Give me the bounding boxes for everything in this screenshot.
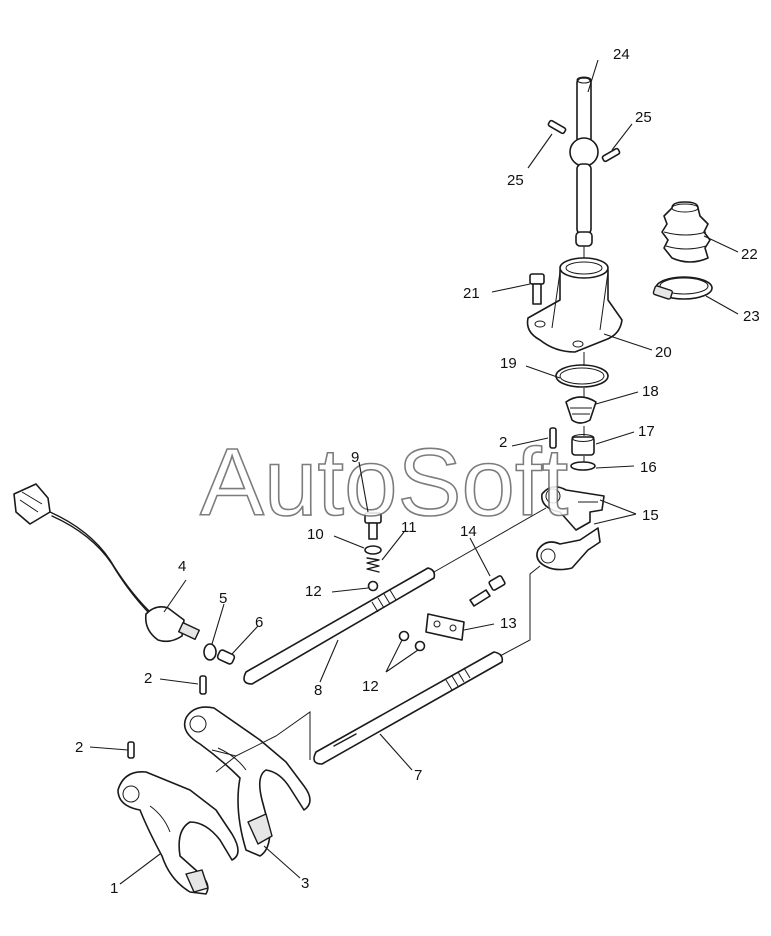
callout-21: 21 [463, 285, 480, 302]
callout-12-upper: 12 [305, 583, 322, 600]
callout-4: 4 [178, 558, 186, 575]
part-3-shift-fork [183, 706, 311, 857]
callout-labels: 24 25 25 22 23 21 20 19 18 17 16 2 15 9 … [75, 46, 760, 897]
callout-2-upper: 2 [499, 434, 507, 451]
callout-13: 13 [500, 615, 517, 632]
part-24-gear-lever [569, 76, 599, 235]
part-23-clamp [652, 276, 713, 300]
callout-25-right: 25 [635, 109, 652, 126]
part-2-roll-pin-upper [549, 427, 557, 449]
part-25-pins [547, 119, 621, 163]
callout-11: 11 [401, 519, 417, 536]
callout-23: 23 [743, 308, 760, 325]
part-16-circlip [570, 461, 596, 471]
part-15-selector-block-upper [541, 486, 605, 531]
leader-lines [89, 59, 739, 885]
part-22-gaiter [661, 201, 711, 263]
callout-17: 17 [638, 423, 655, 440]
callout-14: 14 [460, 523, 477, 540]
callout-5: 5 [219, 590, 227, 607]
callout-2-lower: 2 [75, 739, 83, 756]
part-7-selector-rod [313, 651, 504, 765]
part-5-o-ring [203, 643, 217, 661]
callout-18: 18 [642, 383, 659, 400]
part-6-plunger [216, 649, 236, 665]
callout-25-left: 25 [507, 172, 524, 189]
callout-1: 1 [110, 880, 118, 897]
part-10-washer [364, 545, 382, 555]
callout-10: 10 [307, 526, 324, 543]
callout-2-mid: 2 [144, 670, 152, 687]
part-9-bolt [364, 512, 382, 540]
callout-9: 9 [351, 449, 359, 466]
part-21-bolt [529, 273, 545, 305]
callout-16: 16 [640, 459, 657, 476]
part-11-spring [366, 557, 380, 573]
part-1-shift-fork [117, 771, 239, 895]
callout-20: 20 [655, 344, 672, 361]
part-17-bush [571, 434, 595, 456]
part-2-roll-pin-mid [199, 675, 207, 695]
callout-8: 8 [314, 682, 322, 699]
part-19-o-ring [555, 364, 609, 388]
assembly-guide-lines [211, 246, 585, 773]
part-8-selector-rod [243, 567, 436, 685]
callout-22: 22 [741, 246, 758, 263]
callout-15: 15 [642, 507, 659, 524]
part-2-roll-pin-lower [127, 741, 135, 759]
callout-6: 6 [255, 614, 263, 631]
part-24-lever-bush [575, 231, 593, 247]
part-4-harness-connector [13, 483, 153, 617]
part-18-spring-seat [565, 396, 597, 424]
part-12-balls-lower [398, 630, 426, 652]
callout-24: 24 [613, 46, 630, 63]
callout-12-lower: 12 [362, 678, 379, 695]
part-20-housing [526, 257, 623, 353]
part-14-bolt [469, 575, 506, 607]
callout-7: 7 [414, 767, 422, 784]
watermark-text: AutoSoft [200, 429, 568, 536]
part-12-ball-upper [367, 580, 379, 592]
callout-19: 19 [500, 355, 517, 372]
callout-3: 3 [301, 875, 309, 892]
part-13-interlock-plate [425, 613, 465, 641]
part-4-switch [144, 606, 200, 643]
part-15-selector-block-lower [536, 527, 601, 571]
